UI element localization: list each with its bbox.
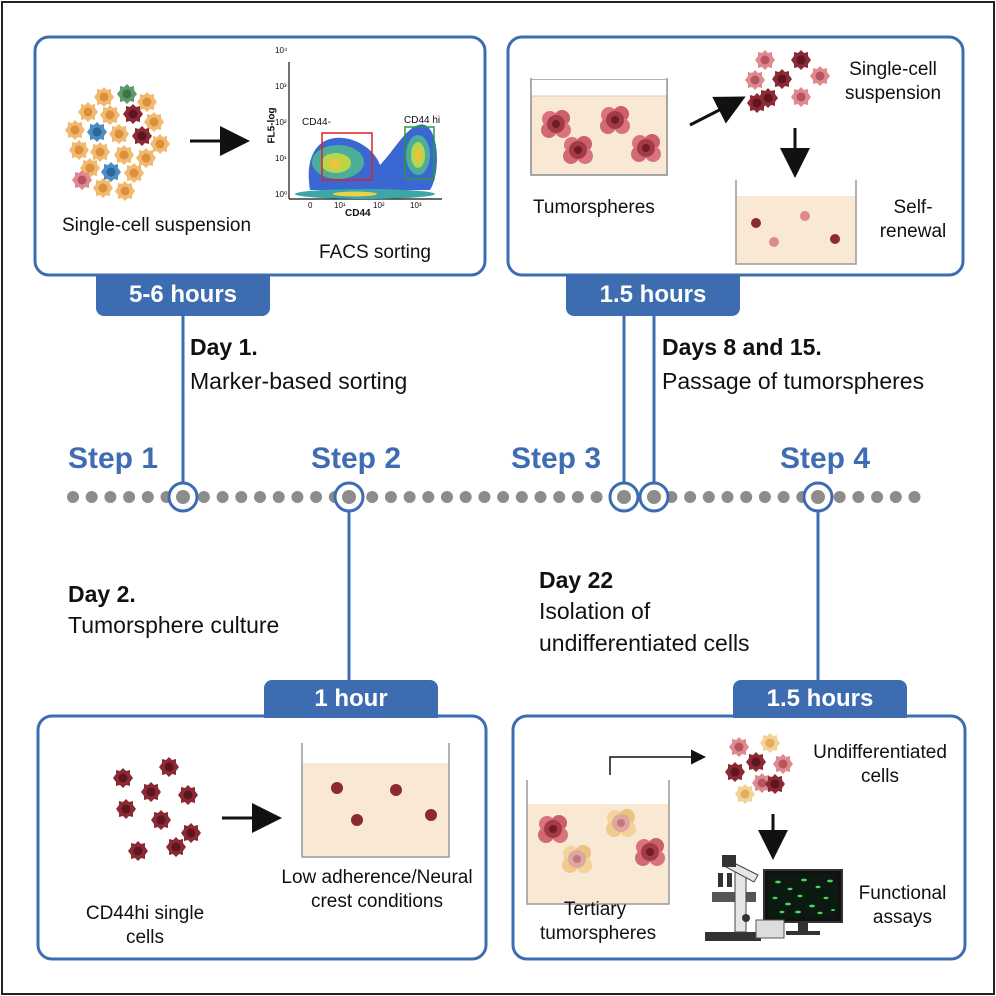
- facs-xtick: 10³: [410, 201, 422, 210]
- timeline-dot: [272, 491, 285, 503]
- caption-self-renewal: Self-renewal: [879, 197, 947, 242]
- facs-gate-left-label: CD44-: [302, 117, 331, 128]
- facs-gate-right-label: CD44 hi: [404, 115, 441, 126]
- facs-xtick: 0: [308, 201, 313, 210]
- time-badge-step4: 1.5 hours: [733, 680, 907, 718]
- timeline-dot: [403, 491, 416, 503]
- dish-low-adherence: [301, 743, 450, 858]
- arrow-to-undiff: [609, 749, 706, 775]
- timeline-dot: [85, 491, 98, 503]
- facs-plot: [288, 62, 442, 200]
- dish-self-renewal: [735, 180, 857, 265]
- timeline-dot: [67, 491, 79, 503]
- timeline-dot: [833, 491, 846, 503]
- facs-xtick: 10²: [373, 201, 385, 210]
- timeline-dot: [422, 491, 435, 503]
- timeline-dot: [384, 491, 397, 503]
- caption-functional-assays: Functional assays: [858, 883, 947, 928]
- timeline-dot: [534, 491, 547, 503]
- timeline-dot: [571, 491, 584, 503]
- timeline-dot: [235, 491, 248, 503]
- caption-tumorspheres: Tumorspheres: [533, 197, 655, 218]
- caption-single-cell-suspension-2: Single-cell suspension: [844, 59, 942, 104]
- dish-tumorspheres: [530, 78, 668, 176]
- timeline-dot: [197, 491, 210, 503]
- facs-x-axis-label: CD44: [345, 208, 371, 219]
- time-badge-step3: 1.5 hours: [566, 274, 740, 316]
- day8-title: Days 8 and 15.: [662, 334, 822, 360]
- timeline-dot: [216, 491, 229, 503]
- timeline-dot: [702, 491, 715, 503]
- step-3-label: Step 3: [511, 442, 602, 475]
- timeline-dot: [590, 491, 603, 503]
- day2-desc: Tumorsphere culture: [68, 612, 280, 638]
- timeline-dot: [553, 491, 566, 503]
- timeline-dots: [67, 491, 921, 503]
- timeline-dot: [123, 491, 136, 503]
- monitor-icon: [755, 869, 843, 939]
- time-badge-step1: 5-6 hours: [96, 274, 270, 316]
- caption-undifferentiated-cells: Undifferentiated cells: [813, 742, 947, 787]
- timeline-dot: [478, 491, 491, 503]
- caption-cd44hi-cells: CD44hi single cells: [85, 903, 205, 948]
- day22-desc-line1: Isolation of: [539, 598, 651, 624]
- day22-desc-line2: undifferentiated cells: [539, 630, 750, 656]
- timeline-dot: [441, 491, 453, 503]
- timeline-dot: [254, 491, 266, 503]
- timeline-dot: [104, 491, 117, 503]
- step-1-label: Step 1: [68, 442, 159, 475]
- facs-ytick: 10⁴: [275, 46, 288, 55]
- facs-xtick: 10¹: [334, 201, 346, 210]
- timeline-dot: [459, 491, 472, 503]
- day1-title: Day 1.: [190, 334, 258, 360]
- timeline-dot: [366, 491, 379, 503]
- timeline-dot: [291, 491, 304, 503]
- timeline-dot: [852, 491, 865, 503]
- timeline-dot: [889, 491, 902, 503]
- timeline-dot: [141, 491, 154, 503]
- time-badge-step2: 1 hour: [264, 680, 438, 718]
- facs-ytick: 10²: [275, 118, 287, 127]
- caption-low-adherence: Low adherence/Neural crest conditions: [281, 867, 473, 912]
- day8-desc: Passage of tumorspheres: [662, 368, 925, 394]
- caption-facs-sorting: FACS sorting: [319, 242, 431, 263]
- dish-tertiary: [526, 780, 670, 905]
- timeline-dot: [908, 491, 921, 503]
- microscope-icon: [705, 855, 761, 941]
- day2-title: Day 2.: [68, 581, 136, 607]
- timeline-dot: [740, 491, 753, 503]
- day1-desc: Marker-based sorting: [190, 368, 408, 394]
- timeline-dot: [515, 491, 528, 503]
- facs-ytick: 10³: [275, 82, 287, 91]
- timeline-dot: [684, 491, 697, 503]
- step-4-label: Step 4: [780, 442, 871, 475]
- timeline-dot: [871, 491, 884, 503]
- arrow-to-suspension: [689, 96, 746, 127]
- step-2-label: Step 2: [311, 442, 402, 475]
- caption-tertiary-tumorspheres: Tertiary tumorspheres: [540, 899, 657, 944]
- timeline-dot: [497, 491, 510, 503]
- caption-single-cell-suspension: Single-cell suspension: [62, 215, 252, 236]
- timeline-dot: [310, 491, 323, 503]
- timeline-dot: [777, 491, 790, 503]
- timeline-dot: [758, 491, 771, 503]
- facs-ytick: 10⁰: [275, 190, 288, 199]
- facs-ytick: 10¹: [275, 154, 287, 163]
- timeline-dot: [721, 491, 734, 503]
- day22-title: Day 22: [539, 567, 614, 593]
